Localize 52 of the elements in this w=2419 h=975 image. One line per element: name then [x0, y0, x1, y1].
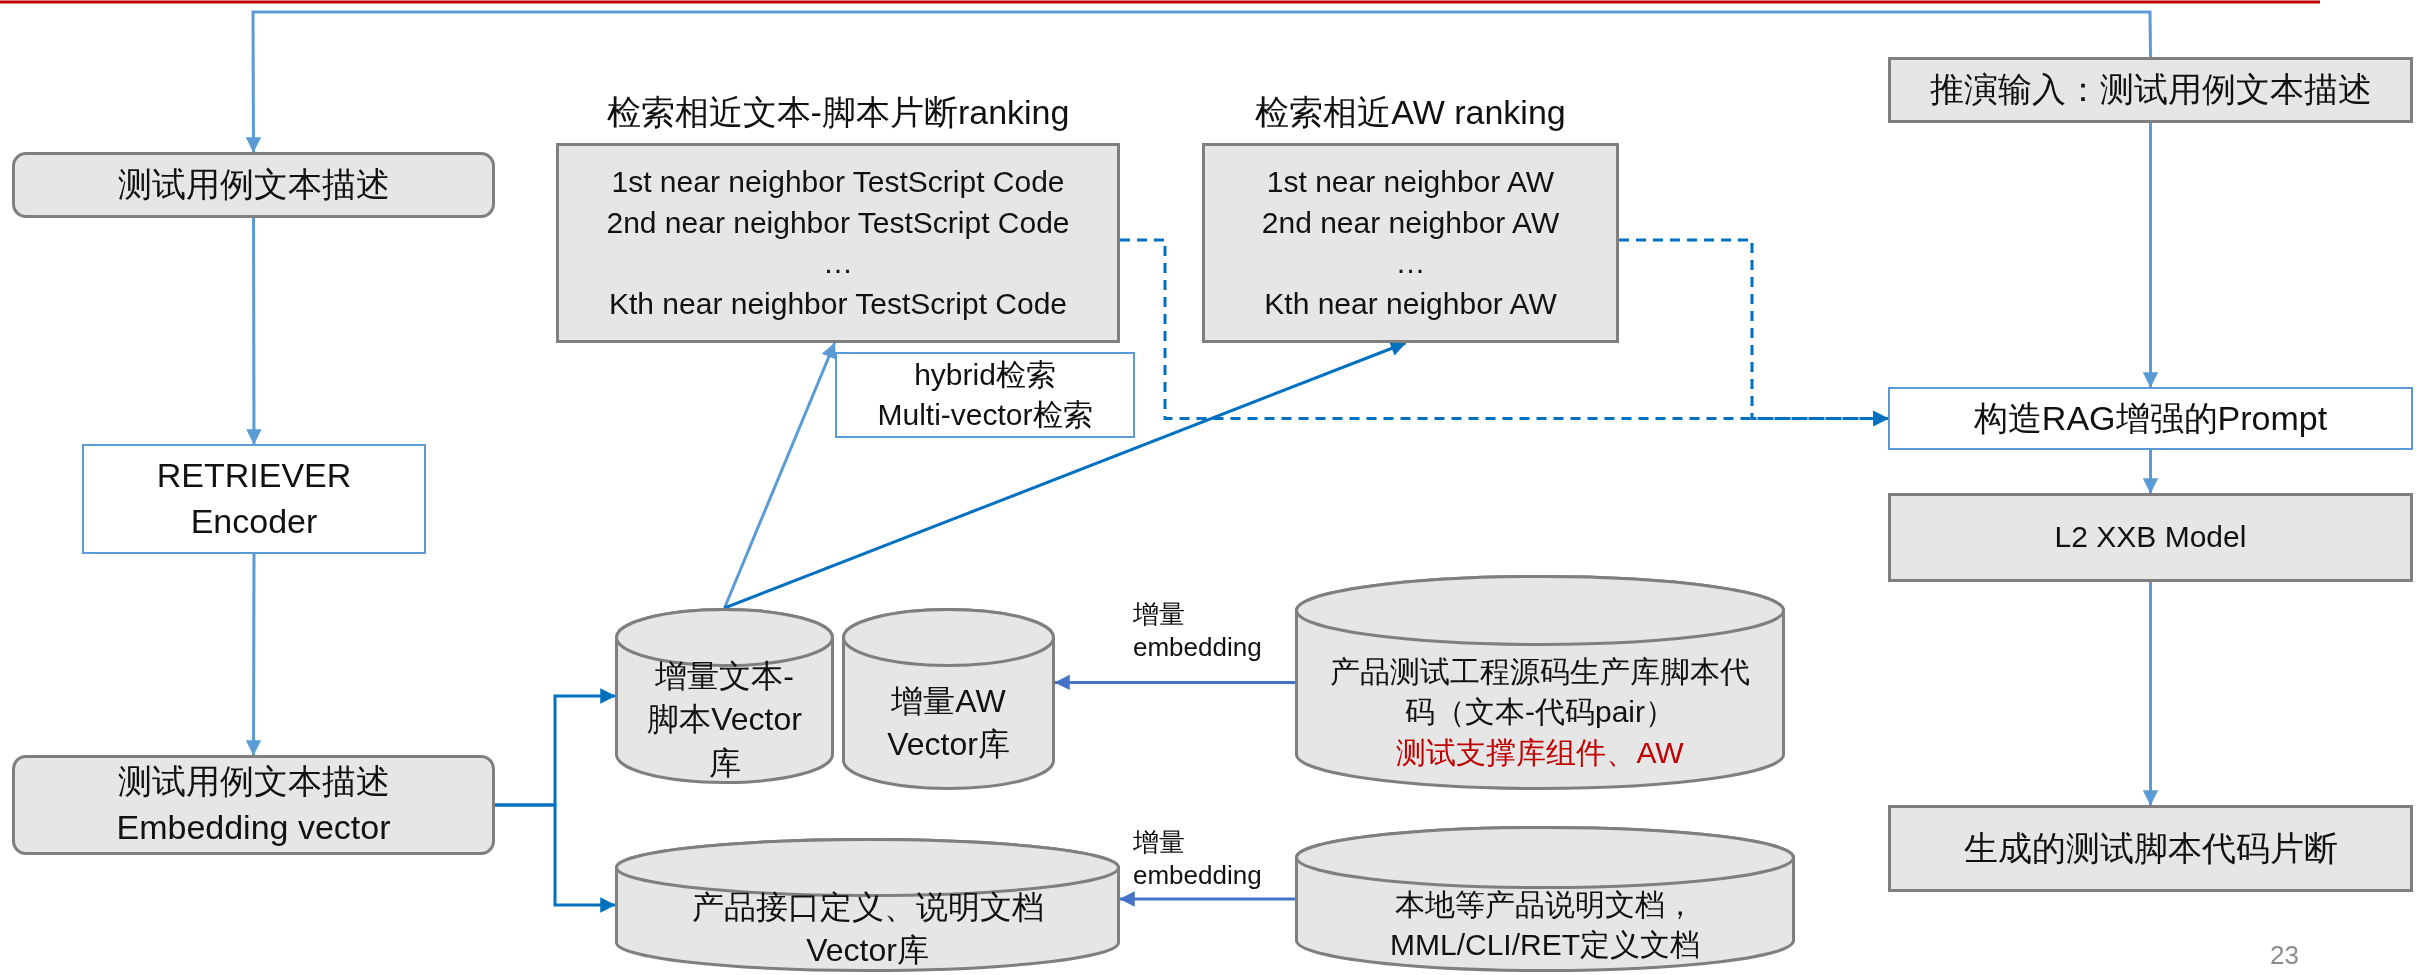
outlined-box — [82, 444, 426, 554]
arrow — [2142, 450, 2159, 494]
process-box — [1888, 493, 2413, 582]
arrow — [246, 218, 262, 445]
process-box — [1888, 57, 2413, 123]
database-cylinder — [615, 838, 1120, 972]
node-text: Kth near neighbor TestScript Code — [608, 285, 1068, 322]
outlined-box — [835, 352, 1135, 438]
node-text: 构造RAG增强的Prompt — [1973, 397, 2328, 439]
database-cylinder — [615, 608, 834, 784]
page-number: 23 — [2270, 940, 2299, 971]
arrow — [723, 341, 1407, 610]
node-text: 本地等产品说明文档，MML/CLI/RET定义文档 — [1389, 886, 1701, 963]
node-text: … — [1395, 245, 1426, 281]
process-box — [1888, 805, 2413, 892]
database-cylinder — [842, 608, 1055, 790]
node-text: 增量文本-脚本Vector库 — [646, 657, 803, 783]
box-heading: 检索相近文本-脚本片断ranking — [605, 92, 1071, 133]
node-text: 推演输入：测试用例文本描述 — [1929, 69, 2372, 111]
node-text: 1st near neighbor AW — [1266, 164, 1555, 200]
outlined-box — [1888, 387, 2413, 450]
rounded-box — [12, 152, 495, 218]
node-text: 测试用例文本描述 — [117, 164, 390, 206]
node-text: hybrid检索 — [914, 356, 1056, 393]
node-text: 产品测试工程源码生产库脚本代码（文本-代码pair） — [1330, 653, 1750, 731]
arrow — [495, 803, 616, 913]
node-text: 1st near neighbor TestScript Code — [611, 164, 1065, 200]
arrow — [245, 10, 2152, 153]
node-text: Kth near neighbor AW — [1264, 285, 1557, 322]
node-text: Multi-vector检索 — [877, 397, 1093, 433]
arrow — [2142, 123, 2159, 388]
arrow — [723, 342, 837, 609]
arrow — [2142, 582, 2159, 806]
rounded-box — [12, 755, 495, 855]
node-text: … — [823, 245, 853, 281]
arrow — [245, 554, 262, 756]
database-cylinder — [1295, 575, 1785, 790]
database-cylinder — [1295, 826, 1795, 972]
node-text: RETRIEVER Encoder — [155, 455, 353, 542]
dashed-arrow — [1619, 238, 1889, 427]
node-text: 生成的测试脚本代码片断 — [1963, 827, 2338, 869]
arrow — [1054, 674, 1295, 691]
node-text: 产品接口定义、说明文档 Vector库 — [690, 887, 1045, 970]
node-text: 测试用例文本描述 — [117, 761, 390, 803]
arrow — [1119, 891, 1295, 907]
node-text: 测试支撑库组件、AW — [1396, 734, 1684, 771]
node-text: 2nd near neighbor TestScript Code — [606, 204, 1070, 241]
box-heading: 检索相近AW ranking — [1254, 92, 1567, 133]
node-text: 2nd near neighbor AW — [1261, 204, 1560, 241]
node-text: L2 XXB Model — [2054, 519, 2247, 556]
node-text: 增量AW Vector库 — [886, 681, 1011, 764]
node-text: Embedding vector — [116, 807, 391, 848]
